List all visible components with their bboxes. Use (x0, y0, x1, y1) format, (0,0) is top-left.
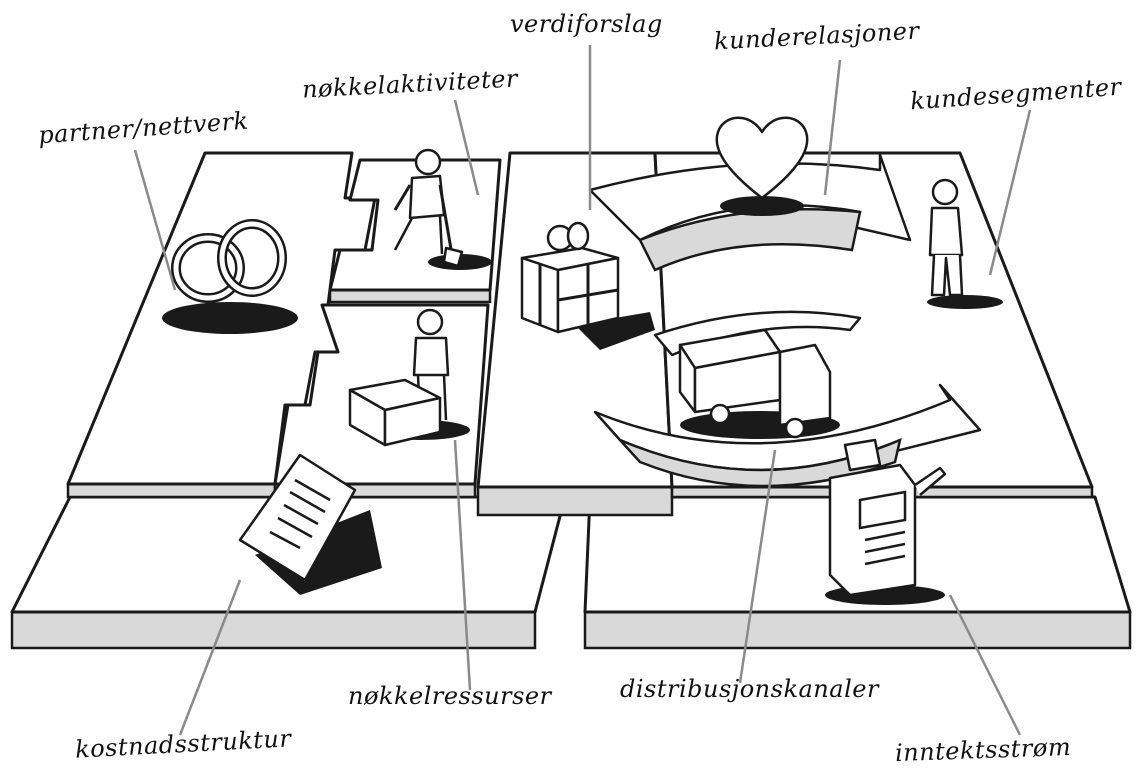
digging-person-icon (393, 148, 492, 270)
heart-icon (715, 116, 809, 216)
leader-revenue (948, 594, 1022, 736)
leader-channels (738, 449, 777, 684)
label-channels: distribusjonskanaler (620, 675, 879, 703)
gift-box-icon (520, 221, 655, 350)
leader-activities (453, 99, 480, 196)
standing-customer-icon (927, 178, 1003, 309)
label-value-proposition: verdiforslag (510, 10, 663, 38)
delivery-truck-icon (678, 328, 840, 439)
leader-segments (988, 109, 1032, 276)
cash-register-icon (825, 438, 947, 605)
rings-icon (162, 219, 298, 334)
worker-with-box-icon (348, 308, 470, 447)
leader-relations (823, 59, 842, 196)
label-key-resources: nøkkelressurser (348, 682, 552, 710)
leader-resources (453, 439, 472, 691)
leader-partner (133, 149, 177, 291)
invoice-paper-icon (238, 453, 382, 595)
leader-costs (178, 579, 242, 736)
leader-lines (133, 45, 1032, 736)
